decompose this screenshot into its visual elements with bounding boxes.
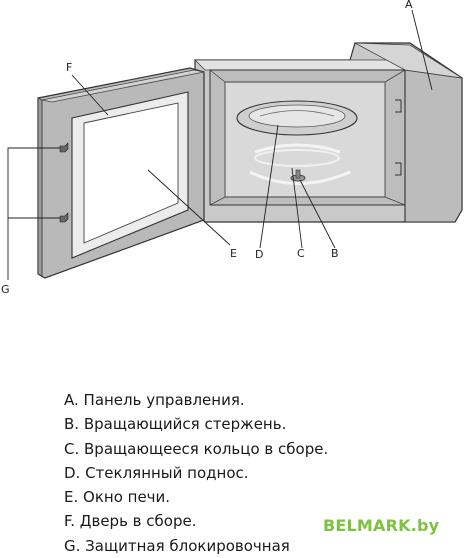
legend-item-f: F. Дверь в сборе.: [64, 512, 197, 531]
legend-item-g: G. Защитная блокировочная: [64, 536, 290, 555]
label-a: A: [405, 0, 413, 11]
label-f: F: [66, 61, 73, 74]
roller-ring: [249, 143, 351, 185]
legend-item-d: D. Стеклянный поднос.: [64, 463, 249, 482]
door-assembly: [37, 67, 205, 279]
label-c: C: [297, 247, 305, 260]
label-e: E: [230, 247, 237, 260]
glass-tray: [236, 100, 358, 136]
legend-list: A. Панель управления. B. Вращающийся сте…: [64, 388, 328, 558]
watermark: BELMARK.by: [323, 516, 440, 535]
label-d: D: [255, 248, 264, 261]
door-latch-slots: [395, 99, 402, 176]
leader-lines: [7, 9, 433, 280]
rotating-shaft: [290, 169, 306, 182]
control-panel: [354, 42, 463, 223]
door-latch-lower: [59, 212, 69, 223]
door-latch-upper: [59, 142, 69, 153]
label-g: G: [1, 283, 10, 296]
legend-item-a: A. Панель управления.: [64, 391, 245, 409]
legend-item-c: C. Вращающееся кольцо в сборе.: [64, 439, 329, 458]
legend-item-e: E. Окно печи.: [64, 488, 171, 507]
legend-item-b: B. Вращающийся стержень.: [64, 415, 287, 434]
label-b: B: [331, 247, 339, 260]
